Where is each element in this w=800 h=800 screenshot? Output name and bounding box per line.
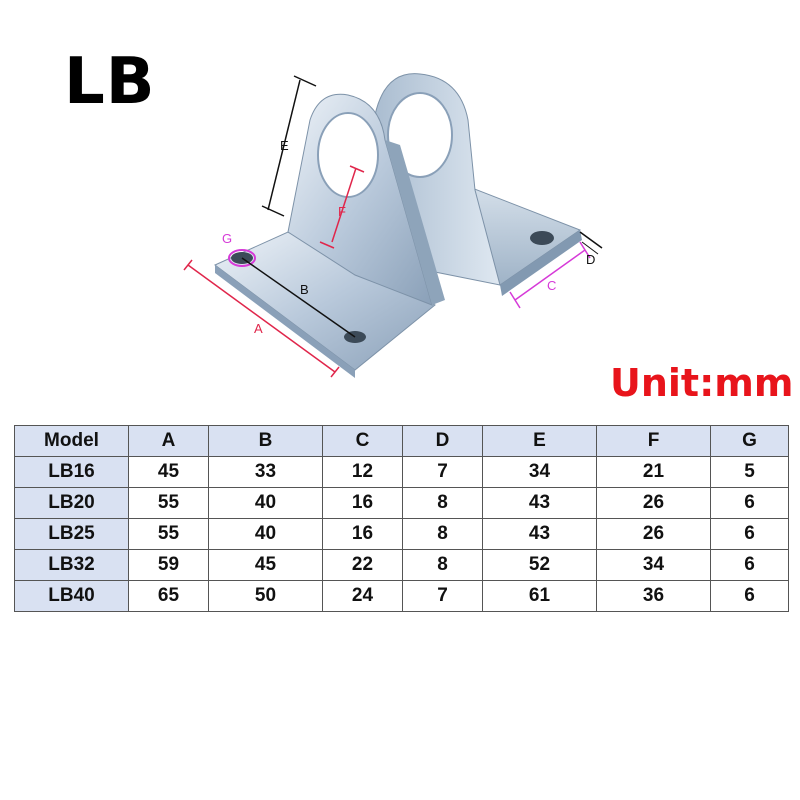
cell: 26 (596, 518, 711, 550)
dimension-g (228, 249, 256, 267)
cell-model: LB40 (14, 580, 129, 612)
header-model: Model (14, 425, 129, 457)
cell: 43 (482, 487, 597, 519)
cell: 59 (128, 549, 209, 581)
table-row: LB40 65 50 24 7 61 36 6 (14, 580, 789, 612)
cell: 6 (710, 580, 789, 612)
table-row: LB32 59 45 22 8 52 34 6 (14, 549, 789, 581)
cell: 33 (208, 456, 323, 488)
cell: 16 (322, 487, 403, 519)
cell-model: LB32 (14, 549, 129, 581)
cell: 6 (710, 549, 789, 581)
page-title: LB (64, 45, 156, 119)
header-b: B (208, 425, 323, 457)
cell: 22 (322, 549, 403, 581)
cell: 8 (402, 487, 483, 519)
cell: 6 (710, 518, 789, 550)
dimension-e (261, 75, 317, 217)
header-d: D (402, 425, 483, 457)
cell-model: LB20 (14, 487, 129, 519)
cell: 45 (208, 549, 323, 581)
cell: 40 (208, 518, 323, 550)
cell: 7 (402, 456, 483, 488)
header-c: C (322, 425, 403, 457)
cell-model: LB16 (14, 456, 129, 488)
label-c: C (547, 278, 556, 293)
bracket-illustration: E F G B A C D (183, 73, 603, 378)
cell: 26 (596, 487, 711, 519)
label-f: F (338, 204, 346, 219)
cell: 21 (596, 456, 711, 488)
table-header-row: Model A B C D E F G (14, 425, 789, 457)
cell: 52 (482, 549, 597, 581)
cell: 12 (322, 456, 403, 488)
header-a: A (128, 425, 209, 457)
cell: 50 (208, 580, 323, 612)
cell: 34 (482, 456, 597, 488)
table-row: LB16 45 33 12 7 34 21 5 (14, 456, 789, 488)
cell: 8 (402, 549, 483, 581)
header-e: E (482, 425, 597, 457)
unit-label: Unit:mm (610, 361, 794, 405)
cell: 55 (128, 487, 209, 519)
cell: 16 (322, 518, 403, 550)
cell: 43 (482, 518, 597, 550)
dimension-d (579, 231, 603, 255)
label-d: D (586, 252, 595, 267)
table-row: LB25 55 40 16 8 43 26 6 (14, 518, 789, 550)
cell: 6 (710, 487, 789, 519)
cell: 24 (322, 580, 403, 612)
header-g: G (710, 425, 789, 457)
label-e: E (280, 138, 289, 153)
label-b: B (300, 282, 309, 297)
label-g: G (222, 231, 232, 246)
cell: 45 (128, 456, 209, 488)
cell: 65 (128, 580, 209, 612)
cell: 61 (482, 580, 597, 612)
cell-model: LB25 (14, 518, 129, 550)
cell: 8 (402, 518, 483, 550)
label-a: A (254, 321, 263, 336)
cell: 40 (208, 487, 323, 519)
cell: 7 (402, 580, 483, 612)
dimension-c (509, 241, 591, 309)
dimension-f (319, 165, 365, 249)
header-f: F (596, 425, 711, 457)
cell: 36 (596, 580, 711, 612)
table-row: LB20 55 40 16 8 43 26 6 (14, 487, 789, 519)
cell: 5 (710, 456, 789, 488)
dimension-table: Model A B C D E F G LB16 45 33 12 7 34 2… (14, 425, 789, 612)
cell: 34 (596, 549, 711, 581)
dimension-b (241, 257, 356, 338)
front-bracket (214, 93, 445, 378)
dimension-a (183, 259, 340, 378)
cell: 55 (128, 518, 209, 550)
